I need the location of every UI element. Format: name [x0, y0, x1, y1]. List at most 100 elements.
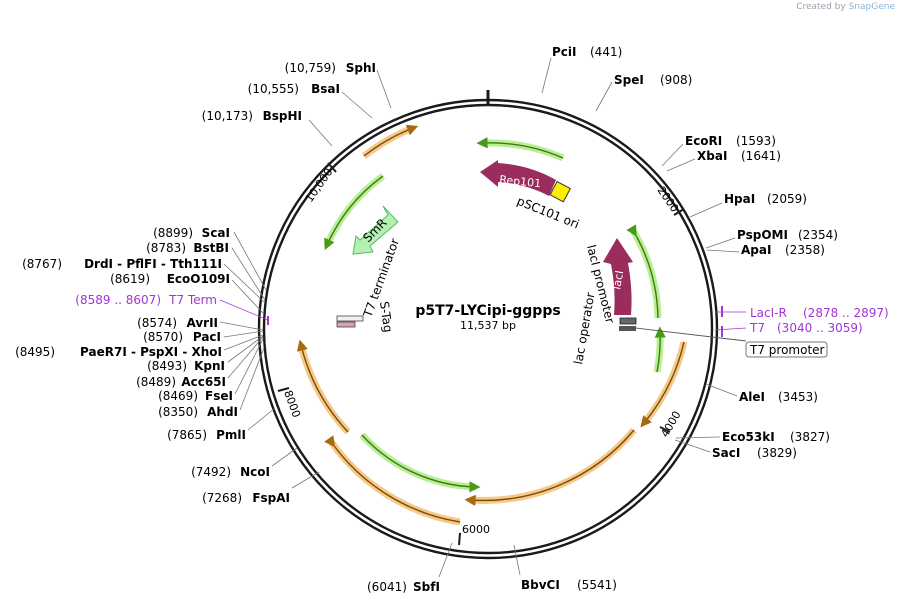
- primer-name: T7: [749, 321, 765, 335]
- site-pos: (8899): [153, 226, 193, 240]
- site-name: PaeR7I - PspXI - XhoI: [80, 345, 222, 359]
- tick-4000: 4000: [658, 409, 683, 440]
- site-avrii: (8574) AvrII: [137, 316, 264, 331]
- tick-label-4000: 4000: [658, 409, 683, 440]
- site-pos: (5541): [577, 578, 617, 592]
- orf-top: [476, 137, 565, 162]
- feature-t7-promoter: T7 promoter: [626, 326, 828, 358]
- site-pos: (3829): [757, 446, 797, 460]
- site-ecori: EcoRI (1593): [661, 134, 776, 167]
- site-paci: (8570) PacI: [143, 330, 264, 344]
- site-saci: SacI (3829): [674, 439, 797, 460]
- site-pspomi: PspOMI (2354): [705, 228, 838, 249]
- site-pos: (10,555): [248, 82, 299, 96]
- orf-left-orange: [296, 339, 351, 435]
- site-pos: (6041): [367, 580, 407, 594]
- orf-bottom-orange: [464, 427, 637, 506]
- site-name: ScaI: [202, 226, 230, 240]
- site-name: FseI: [205, 389, 233, 403]
- backbone-inner: [262, 103, 714, 555]
- plasmid-size: 11,537 bp: [460, 319, 516, 332]
- lac-operator-label: lac operator: [571, 291, 597, 365]
- site-pos: (2354): [798, 228, 838, 242]
- orf-upper-left-orange: [361, 124, 419, 159]
- site-name: AleI: [739, 390, 765, 404]
- site-name: SphI: [346, 61, 376, 75]
- site-pos: (908): [660, 73, 692, 87]
- site-bsphi: (10,173) BspHI: [202, 109, 333, 147]
- site-pos: (7268): [202, 491, 242, 505]
- site-pcii: PciI (441): [541, 45, 622, 94]
- site-name: ApaI: [741, 243, 771, 257]
- site-name: PspOMI: [737, 228, 788, 242]
- orf-bottom-left-orange: [324, 435, 461, 526]
- snapgene-watermark: Created by SnapGene: [796, 2, 895, 12]
- site-pmli: (7865) PmlI: [167, 407, 276, 442]
- tick-2000: 2000: [655, 184, 685, 216]
- site-name: HpaI: [724, 192, 755, 206]
- site-name: PmlI: [216, 428, 246, 442]
- site-bsai: (10,555) BsaI: [248, 82, 373, 119]
- site-pos: (8350): [158, 405, 198, 419]
- site-spei: SpeI (908): [595, 73, 692, 112]
- site-name: XbaI: [697, 149, 727, 163]
- tick-label-8000: 8000: [281, 389, 303, 420]
- orf-right-small: [653, 326, 666, 373]
- site-name: PacI: [193, 330, 221, 344]
- site-pos: (1593): [736, 134, 776, 148]
- site-eco53ki: Eco53kI (3827): [675, 430, 830, 444]
- primer-range: (3040 .. 3059): [777, 321, 863, 335]
- site-name: AhdI: [207, 405, 238, 419]
- site-name: EcoRI: [685, 134, 722, 148]
- site-pos: (1641): [741, 149, 781, 163]
- site-ncoi: (7492) NcoI: [191, 447, 298, 479]
- rep101-label: Rep101: [499, 173, 542, 190]
- site-pos: (10,173): [202, 109, 253, 123]
- tick-label-10000: 10,000: [303, 166, 336, 205]
- site-pos: (8495): [15, 345, 55, 359]
- feature-laci: lacI: [603, 238, 633, 315]
- site-name: BspHI: [263, 109, 302, 123]
- site-name: BbvCI: [521, 578, 560, 592]
- site-fspai: (7268) FspAI: [202, 471, 320, 505]
- site-name: Acc65I: [181, 375, 226, 389]
- site-pos: (8489): [136, 375, 176, 389]
- site-pos: (8469): [158, 389, 198, 403]
- site-paer7i-pspxi-xhoi: (8495) PaeR7I - PspXI - XhoI: [15, 334, 264, 359]
- site-name: DrdI - PflFI - Tth111I: [84, 257, 222, 271]
- site-sphi: (10,759) SphI: [285, 61, 392, 109]
- orf-right-orange: [640, 341, 688, 428]
- site-pos: (2358): [785, 243, 825, 257]
- site-ahdi: (8350) AhdI: [158, 347, 265, 419]
- primer-name: LacI-R: [750, 306, 787, 320]
- laci-label: lacI: [610, 269, 626, 290]
- site-pos: (3453): [778, 390, 818, 404]
- snapgene-brand: SnapGene: [848, 2, 895, 12]
- psc101-ori-label: pSC101 ori: [515, 194, 581, 232]
- site-pos: (441): [590, 45, 622, 59]
- site-hpai: HpaI (2059): [689, 192, 807, 218]
- primer-t7-term: (8589 .. 8607) T7 Term: [75, 293, 269, 325]
- orf-bottom-green: [359, 432, 481, 493]
- s-tag-label: S-Tag: [377, 300, 395, 333]
- orf-right-laci-region: [626, 224, 662, 319]
- site-name: KpnI: [194, 359, 225, 373]
- site-name: SbfI: [413, 580, 440, 594]
- site-apai: ApaI (2358): [706, 243, 825, 257]
- site-scai: (8899) ScaI: [153, 226, 267, 291]
- site-name: EcoO109I: [167, 272, 230, 286]
- primer-range: (8589 .. 8607): [75, 293, 161, 307]
- site-name: Eco53kI: [722, 430, 775, 444]
- site-pos: (3827): [790, 430, 830, 444]
- tick-label-6000: 6000: [462, 523, 490, 536]
- site-pos: (8619): [110, 272, 150, 286]
- plasmid-name: p5T7-LYCipi-ggpps: [415, 303, 560, 319]
- site-pos: (7865): [167, 428, 207, 442]
- site-name: SacI: [712, 446, 740, 460]
- primer-t7: T7 (3040 .. 3059): [714, 321, 863, 337]
- primer-name: T7 Term: [168, 293, 217, 307]
- site-name: AvrII: [186, 316, 218, 330]
- feature-s-tag: [336, 315, 364, 328]
- site-xbai: XbaI (1641): [666, 149, 781, 172]
- site-fsei: (8469) FseI: [158, 338, 264, 403]
